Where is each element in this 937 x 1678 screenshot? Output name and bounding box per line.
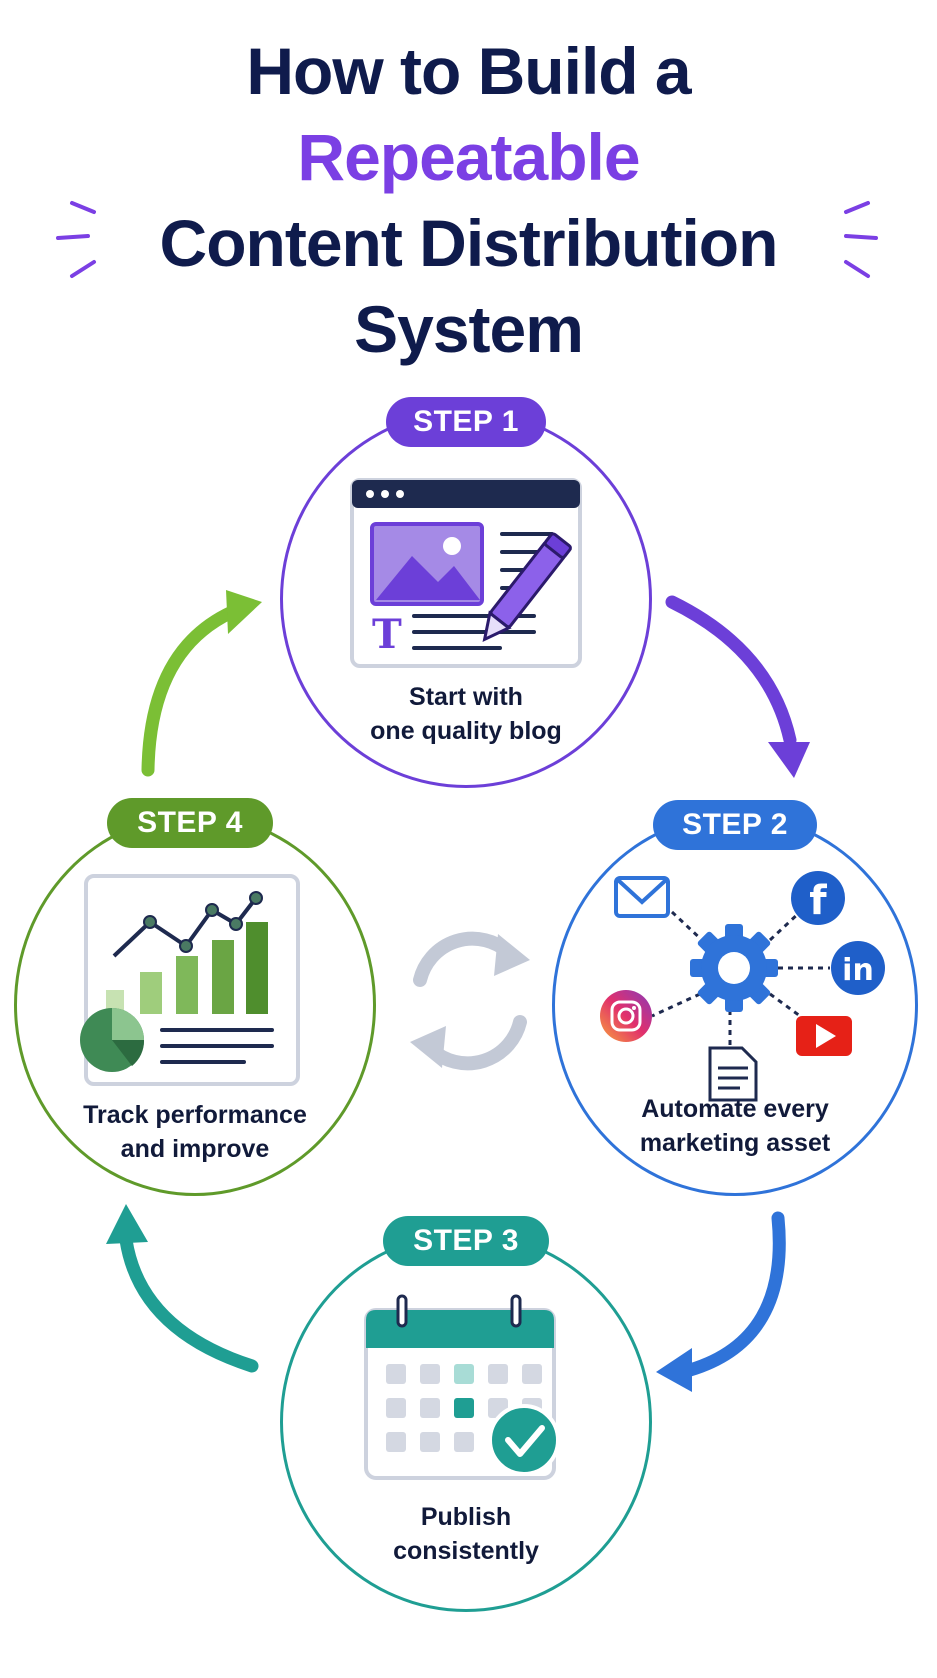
step2-badge: STEP 2 — [653, 800, 817, 850]
arrow-step4-to-step1 — [141, 605, 239, 777]
gear-icon — [690, 924, 778, 1012]
step1-caption-line2: one quality blog — [370, 717, 562, 745]
step1-badge: STEP 1 — [386, 397, 546, 447]
step3-caption-line2: consistently — [393, 1537, 539, 1565]
arrow-step2-to-step3 — [683, 1211, 786, 1377]
arrow-step1-to-step2 — [665, 595, 797, 747]
title-line-3: Content Distribution — [159, 206, 779, 280]
step4-caption: Track performance and improve — [34, 1098, 356, 1166]
email-icon — [614, 876, 670, 918]
step4-badge: STEP 4 — [107, 798, 273, 848]
step4-caption-line2: and improve — [120, 1135, 270, 1163]
step3-caption-line1: Publish — [420, 1503, 512, 1531]
title-line-2: Repeatable — [297, 120, 640, 194]
step4-caption-line1: Track performance — [83, 1101, 307, 1129]
svg-text:f: f — [809, 878, 827, 924]
arrow-step3-to-step4 — [119, 1233, 259, 1373]
title-line-4: System — [354, 292, 584, 366]
svg-text:T: T — [372, 611, 402, 658]
step1-caption: Start with one quality blog — [300, 680, 632, 748]
pie-chart-icon — [80, 1008, 145, 1072]
document-icon — [708, 1046, 758, 1102]
step3-badge: STEP 3 — [383, 1216, 549, 1266]
page-title: How to Build a Repeatable Content Distri… — [0, 28, 937, 372]
step2-caption-line2: marketing asset — [639, 1129, 831, 1157]
youtube-icon — [796, 1016, 852, 1056]
instagram-icon — [600, 990, 652, 1042]
step2-caption: Automate every marketing asset — [572, 1092, 898, 1160]
step3-caption: Publish consistently — [300, 1500, 632, 1568]
step2-caption-line1: Automate every — [641, 1095, 829, 1123]
svg-text:in: in — [842, 953, 874, 988]
step1-caption-line1: Start with — [409, 683, 523, 711]
linkedin-icon: in — [831, 941, 885, 995]
refresh-cycle-icon — [413, 931, 527, 1071]
title-line-1: How to Build a — [246, 34, 691, 108]
facebook-icon: f — [791, 871, 845, 925]
